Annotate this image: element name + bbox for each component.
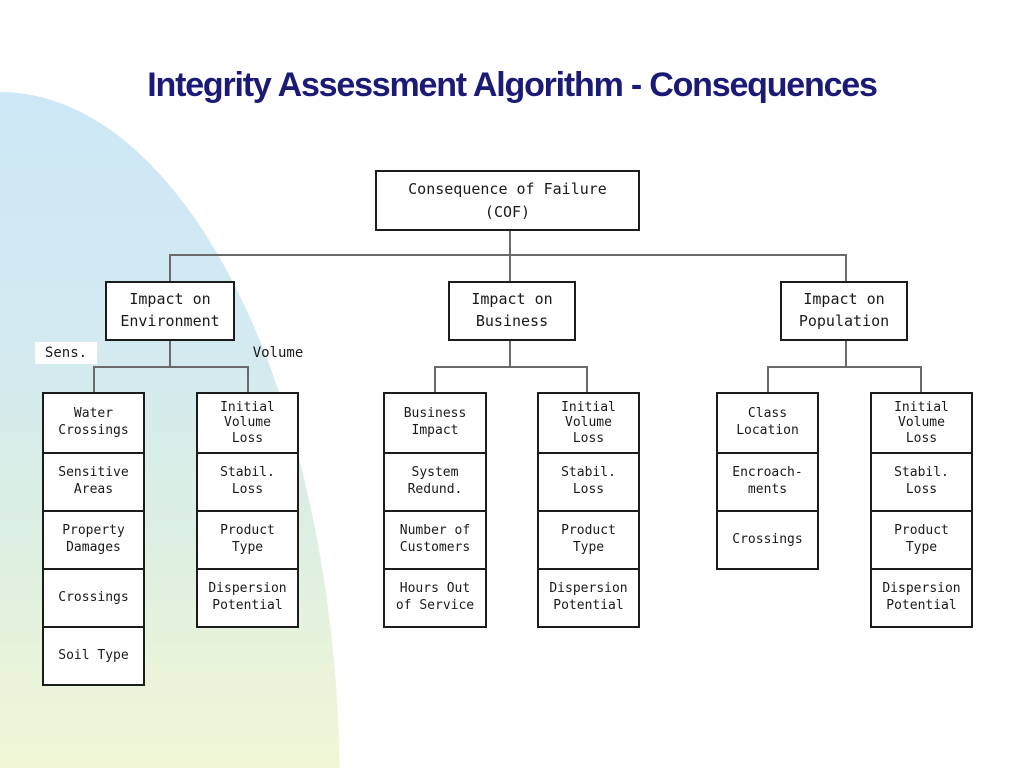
cell-number-of-customers: Number of Customers	[385, 510, 485, 568]
connector-pop-stub	[845, 254, 847, 282]
cell-crossings-env: Crossings	[44, 568, 143, 626]
column-business-volume: Initial Volume Loss Stabil. Loss Product…	[537, 392, 640, 628]
connector-pop-left-stub	[767, 366, 769, 392]
label-volume-branch: Volume	[252, 345, 304, 361]
slide-title: Integrity Assessment Algorithm - Consequ…	[147, 66, 878, 104]
cell-bus-stabil-loss: Stabil. Loss	[539, 452, 638, 510]
connector-pop-horizontal	[767, 366, 922, 368]
connector-root-vertical	[509, 231, 511, 282]
column-population-volume: Initial Volume Loss Stabil. Loss Product…	[870, 392, 973, 628]
cell-soil-type: Soil Type	[44, 626, 143, 684]
column-environment-volume: Initial Volume Loss Stabil. Loss Product…	[196, 392, 299, 628]
cell-crossings-pop: Crossings	[718, 510, 817, 568]
node-impact-environment: Impact on Environment	[105, 281, 235, 341]
connector-env-left-stub	[93, 366, 95, 392]
cell-pop-stabil-loss: Stabil. Loss	[872, 452, 971, 510]
cell-env-stabil-loss: Stabil. Loss	[198, 452, 297, 510]
cell-property-damages: Property Damages	[44, 510, 143, 568]
cell-hours-out-of-service: Hours Out of Service	[385, 568, 485, 626]
label-sensitivity-branch: Sens.	[35, 342, 97, 364]
connector-bus-down	[509, 341, 511, 367]
cell-encroachments: Encroach- ments	[718, 452, 817, 510]
cell-sensitive-areas: Sensitive Areas	[44, 452, 143, 510]
cell-bus-product-type: Product Type	[539, 510, 638, 568]
cell-bus-dispersion-potential: Dispersion Potential	[539, 568, 638, 626]
column-business-main: Business Impact System Redund. Number of…	[383, 392, 487, 628]
cell-env-dispersion-potential: Dispersion Potential	[198, 568, 297, 626]
cell-bus-initial-volume-loss: Initial Volume Loss	[561, 399, 616, 446]
node-impact-population: Impact on Population	[780, 281, 908, 341]
connector-pop-right-stub	[920, 366, 922, 392]
cell-pop-initial-volume-loss: Initial Volume Loss	[894, 399, 949, 446]
connector-env-down	[169, 341, 171, 367]
cell-water-crossings: Water Crossings	[58, 406, 129, 438]
cell-pop-product-type: Product Type	[872, 510, 971, 568]
connector-env-horizontal	[93, 366, 249, 368]
node-impact-business: Impact on Business	[448, 281, 576, 341]
connector-env-right-stub	[247, 366, 249, 392]
cell-business-impact: Business Impact	[403, 406, 467, 438]
connector-main-horizontal	[169, 254, 847, 256]
connector-env-stub	[169, 254, 171, 282]
column-environment-sensitivity: Water Crossings Sensitive Areas Property…	[42, 392, 145, 686]
cell-class-location: Class Location	[736, 406, 799, 438]
connector-bus-left-stub	[434, 366, 436, 392]
cell-env-initial-volume-loss: Initial Volume Loss	[220, 399, 275, 446]
connector-bus-horizontal	[434, 366, 588, 368]
connector-pop-down	[845, 341, 847, 367]
column-population-main: Class Location Encroach- ments Crossings	[716, 392, 819, 570]
cell-pop-dispersion-potential: Dispersion Potential	[872, 568, 971, 626]
connector-bus-right-stub	[586, 366, 588, 392]
node-consequence-of-failure: Consequence of Failure (COF)	[375, 170, 640, 231]
cell-env-product-type: Product Type	[198, 510, 297, 568]
cell-system-redund: System Redund.	[385, 452, 485, 510]
node-consequence-of-failure-text: Consequence of Failure (COF)	[408, 178, 607, 223]
cof-line1: Consequence of Failure	[408, 180, 607, 198]
cof-line2: (COF)	[484, 202, 531, 221]
